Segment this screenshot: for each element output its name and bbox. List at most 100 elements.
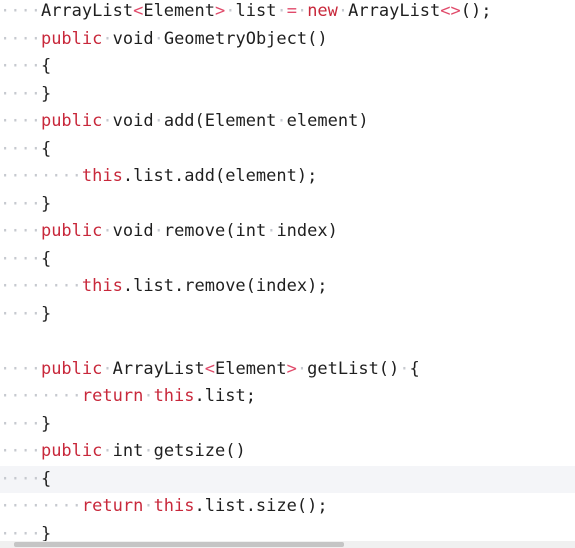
code-token: .list.add(element); [122, 166, 318, 186]
code-line[interactable]: ····} [0, 301, 575, 328]
code-line[interactable]: ········return·this.list; [0, 383, 575, 410]
whitespace-marker: · [102, 111, 113, 131]
code-token: add(Element [163, 111, 277, 131]
indent-whitespace-marker: ···· [0, 523, 41, 544]
code-token: .list.size(); [194, 496, 328, 516]
code-token: (); [460, 1, 492, 21]
indent-whitespace-marker: ········ [0, 386, 82, 406]
code-line[interactable]: ····public·void·remove(int·index) [0, 218, 575, 245]
whitespace-marker: · [225, 1, 236, 21]
code-token: > [286, 358, 297, 379]
code-token: = [286, 1, 297, 21]
code-token: ArrayList [40, 1, 134, 21]
indent-whitespace-marker: ········ [0, 496, 82, 516]
indent-whitespace-marker: ···· [0, 303, 41, 324]
code-token: ArrayList [112, 358, 205, 379]
code-token: getList() [307, 358, 400, 379]
horizontal-scrollbar-thumb[interactable] [14, 542, 344, 547]
code-token: { [40, 468, 52, 489]
code-token: void [112, 28, 154, 49]
whitespace-marker: · [143, 386, 154, 406]
code-token: < [204, 358, 215, 379]
whitespace-marker: · [143, 496, 154, 516]
code-line[interactable]: ····} [0, 191, 575, 218]
whitespace-marker: · [102, 358, 113, 379]
indent-whitespace-marker: ···· [0, 1, 41, 21]
code-line[interactable]: ····public·void·GeometryObject() [0, 26, 575, 53]
code-token: index) [276, 221, 338, 241]
code-token: this [81, 276, 123, 296]
code-token: { [40, 248, 52, 269]
code-line[interactable]: ····{ [0, 136, 575, 163]
whitespace-marker: · [153, 28, 164, 49]
indent-whitespace-marker: ········ [0, 276, 82, 296]
code-token: this [153, 496, 195, 516]
whitespace-marker: · [143, 441, 154, 461]
code-token: } [40, 83, 52, 104]
indent-whitespace-marker: ···· [0, 413, 41, 434]
code-token: } [40, 193, 52, 214]
code-token: getsize() [153, 441, 246, 461]
code-token: .list.remove(index); [122, 276, 328, 296]
code-token: void [112, 111, 154, 131]
whitespace-marker: · [102, 441, 113, 461]
code-line[interactable]: ····{ [0, 465, 575, 493]
indent-whitespace-marker: ···· [0, 111, 41, 131]
whitespace-marker: · [296, 1, 308, 21]
whitespace-marker: · [399, 358, 410, 379]
whitespace-marker: · [266, 221, 277, 241]
indent-whitespace-marker: ···· [0, 193, 41, 214]
indent-whitespace-marker: ···· [0, 83, 41, 104]
horizontal-scrollbar[interactable] [0, 541, 575, 548]
code-token: public [40, 221, 103, 241]
code-token: public [40, 358, 103, 379]
indent-whitespace-marker: ···· [0, 468, 41, 489]
code-line[interactable]: ········this.list.remove(index); [0, 273, 575, 300]
whitespace-marker: · [153, 111, 164, 131]
code-token: { [40, 56, 52, 76]
code-line[interactable]: ····public·ArrayList<Element>·getList()·… [0, 356, 575, 383]
code-token: } [40, 413, 52, 434]
code-token: element) [286, 111, 369, 131]
code-token: public [40, 111, 103, 131]
code-token: GeometryObject() [163, 28, 328, 49]
code-line[interactable]: ····{ [0, 53, 575, 80]
whitespace-marker: · [337, 1, 349, 21]
code-token: this [81, 166, 123, 186]
whitespace-marker: · [276, 1, 287, 21]
code-line[interactable]: ····} [0, 81, 575, 108]
code-token: void [112, 221, 154, 241]
whitespace-marker: · [153, 221, 164, 241]
code-token: > [214, 1, 226, 21]
code-token: .list; [194, 386, 256, 406]
code-token: } [40, 523, 52, 544]
code-token: { [409, 358, 420, 379]
code-token: return [81, 496, 144, 516]
code-line[interactable]: ····ArrayList<Element>·list·=·new·ArrayL… [0, 0, 575, 25]
whitespace-marker: · [276, 111, 287, 131]
whitespace-marker: · [102, 221, 113, 241]
indent-whitespace-marker: ···· [0, 138, 41, 159]
code-token: Element [215, 358, 287, 379]
code-line[interactable]: ····public·int·getsize() [0, 438, 575, 465]
code-line[interactable]: ········return·this.list.size(); [0, 493, 575, 520]
indent-whitespace-marker: ···· [0, 28, 41, 49]
code-line[interactable]: ········this.list.add(element); [0, 163, 575, 190]
code-line[interactable]: ····} [0, 411, 575, 438]
indent-whitespace-marker: ···· [0, 358, 41, 379]
indent-whitespace-marker: ···· [0, 441, 41, 461]
code-token: public [40, 441, 103, 461]
code-line[interactable]: ····public·void·add(Element·element) [0, 108, 575, 135]
indent-whitespace-marker: ········ [0, 166, 82, 186]
code-line[interactable]: ····} [0, 521, 575, 548]
indent-whitespace-marker: ···· [0, 56, 41, 76]
code-line[interactable] [0, 328, 575, 355]
code-token: ArrayList [348, 1, 441, 21]
code-token: return [81, 386, 144, 406]
code-token: this [153, 386, 195, 406]
code-token: public [40, 28, 103, 49]
code-token: { [40, 138, 52, 159]
code-token: <> [440, 1, 461, 21]
code-line[interactable]: ····{ [0, 246, 575, 273]
